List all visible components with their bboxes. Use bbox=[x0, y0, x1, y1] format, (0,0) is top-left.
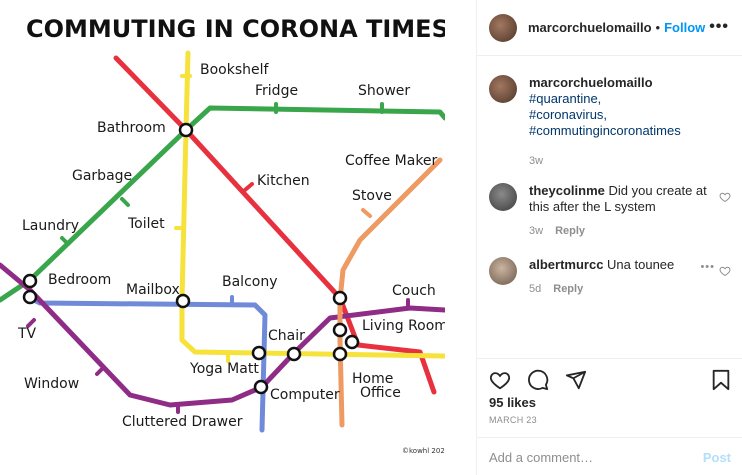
caption-time[interactable]: 3w bbox=[529, 155, 544, 167]
comment-username[interactable]: albertmurcc bbox=[529, 257, 604, 272]
hashtag-quarantine[interactable]: #quarantine, bbox=[529, 91, 602, 106]
post-actions: 95 likes MARCH 23 Post bbox=[477, 358, 742, 475]
follow-button[interactable]: Follow bbox=[664, 20, 706, 35]
comment-item: theycolinme Did you create at this after… bbox=[489, 183, 731, 239]
comment-options-icon[interactable]: ••• bbox=[700, 261, 715, 273]
label-computer: Computer bbox=[270, 387, 340, 403]
station-home-office bbox=[332, 346, 348, 362]
likes-count[interactable]: 95 likes bbox=[489, 395, 536, 410]
comment-username[interactable]: theycolinme bbox=[529, 183, 605, 198]
comment-body: theycolinme Did you create at this after… bbox=[529, 183, 709, 239]
label-window: Window bbox=[24, 376, 79, 392]
station-bedroom-top bbox=[22, 273, 38, 289]
more-horizontal-icon[interactable]: ••• bbox=[709, 18, 729, 35]
caption-avatar[interactable] bbox=[489, 75, 517, 103]
comment-time[interactable]: 3w bbox=[529, 225, 544, 237]
label-fridge: Fridge bbox=[255, 83, 298, 99]
avatar[interactable] bbox=[489, 13, 517, 42]
comment-avatar[interactable] bbox=[489, 257, 517, 285]
station-tick-stove bbox=[361, 208, 372, 218]
map-title: COMMUTING IN CORONA TIMES bbox=[26, 15, 445, 43]
station-yoga-blue bbox=[251, 345, 267, 361]
label-bookshelf: Bookshelf bbox=[200, 62, 270, 78]
caption-username[interactable]: marcorchuelomaillo bbox=[529, 75, 653, 90]
hashtag-commutingincoronatimes[interactable]: #commutingincoronatimes bbox=[529, 123, 681, 138]
reply-button[interactable]: Reply bbox=[553, 283, 584, 295]
label-kitchen: Kitchen bbox=[257, 173, 310, 189]
label-balcony: Balcony bbox=[222, 274, 278, 290]
add-comment-bar: Post bbox=[477, 437, 742, 475]
comment-meta: 5d Reply bbox=[529, 281, 699, 297]
copyright-mark: ©kowhl 2020 bbox=[402, 447, 445, 455]
header-username[interactable]: marcorchuelomaillo bbox=[528, 20, 652, 35]
comment-body: albertmurcc Una tounee 5d Reply bbox=[529, 257, 699, 297]
label-couch: Couch bbox=[392, 283, 436, 299]
separator-dot: • bbox=[655, 20, 661, 35]
comment-text: Did you create at this after the L syste… bbox=[529, 183, 707, 214]
post-date[interactable]: MARCH 23 bbox=[489, 415, 537, 425]
post-image[interactable]: COMMUTING IN CORONA TIMES bbox=[0, 0, 445, 475]
station-mailbox bbox=[175, 293, 191, 309]
hashtag-coronavirus[interactable]: #coronavirus, bbox=[529, 107, 608, 122]
station-tick-garbage bbox=[120, 197, 130, 207]
station-orange-red bbox=[332, 290, 348, 306]
station-tick-window bbox=[95, 366, 105, 376]
like-comment-heart-icon[interactable] bbox=[719, 265, 731, 277]
label-chair: Chair bbox=[268, 328, 305, 344]
caption: marcorchuelomaillo #quarantine, #coronav… bbox=[489, 75, 731, 169]
station-tick-kitchen bbox=[243, 182, 254, 192]
label-cluttered-drawer: Cluttered Drawer bbox=[122, 414, 243, 430]
label-coffee-maker: Coffee Maker bbox=[345, 153, 438, 169]
label-garbage: Garbage bbox=[72, 168, 132, 184]
post-comment-button[interactable]: Post bbox=[702, 450, 731, 465]
red-line bbox=[113, 55, 437, 395]
label-shower: Shower bbox=[358, 83, 410, 99]
station-bedroom-bottom bbox=[22, 289, 38, 305]
label-mailbox: Mailbox bbox=[126, 282, 180, 298]
station-tick-laundry bbox=[60, 236, 70, 246]
label-stove: Stove bbox=[352, 188, 392, 204]
label-toilet: Toilet bbox=[127, 216, 165, 232]
label-bedroom: Bedroom bbox=[48, 272, 111, 288]
label-tv: TV bbox=[17, 326, 37, 342]
comment-avatar[interactable] bbox=[489, 183, 517, 211]
label-living-room: Living Room bbox=[362, 318, 445, 334]
station-computer bbox=[253, 379, 269, 395]
post-side-panel: marcorchuelomaillo • Follow ••• marcorch… bbox=[476, 0, 742, 475]
station-living-room-1 bbox=[332, 322, 348, 338]
station-tick-tv bbox=[26, 318, 36, 328]
caption-body: marcorchuelomaillo #quarantine, #coronav… bbox=[529, 75, 725, 169]
station-bathroom bbox=[178, 122, 194, 138]
comment-time[interactable]: 5d bbox=[529, 283, 542, 295]
action-icons bbox=[489, 369, 587, 391]
label-yoga-matt: Yoga Matt bbox=[189, 361, 259, 377]
label-laundry: Laundry bbox=[22, 218, 79, 234]
like-comment-heart-icon[interactable] bbox=[719, 191, 731, 203]
comment-meta: 3w Reply bbox=[529, 223, 709, 239]
purple-line bbox=[0, 262, 445, 408]
comment-input[interactable] bbox=[489, 450, 703, 465]
comment-text: Una tounee bbox=[607, 257, 675, 272]
share-paper-plane-icon[interactable] bbox=[565, 369, 587, 391]
comment-bubble-icon[interactable] bbox=[527, 369, 549, 391]
label-home: Home bbox=[352, 371, 393, 387]
label-bathroom: Bathroom bbox=[97, 120, 166, 136]
comments-list: marcorchuelomaillo #quarantine, #coronav… bbox=[477, 57, 742, 357]
reply-button[interactable]: Reply bbox=[555, 225, 586, 237]
image-panel-gap bbox=[445, 0, 476, 475]
station-living-room-2 bbox=[344, 334, 360, 350]
bookmark-icon[interactable] bbox=[711, 369, 731, 391]
label-office: Office bbox=[360, 385, 401, 401]
comment-item: albertmurcc Una tounee 5d Reply ••• bbox=[489, 257, 731, 297]
station-chair bbox=[286, 346, 302, 362]
post-header: marcorchuelomaillo • Follow ••• bbox=[477, 0, 742, 56]
metro-map-illustration: COMMUTING IN CORONA TIMES bbox=[0, 15, 445, 455]
caption-meta: 3w bbox=[529, 153, 725, 169]
like-heart-icon[interactable] bbox=[489, 369, 511, 391]
